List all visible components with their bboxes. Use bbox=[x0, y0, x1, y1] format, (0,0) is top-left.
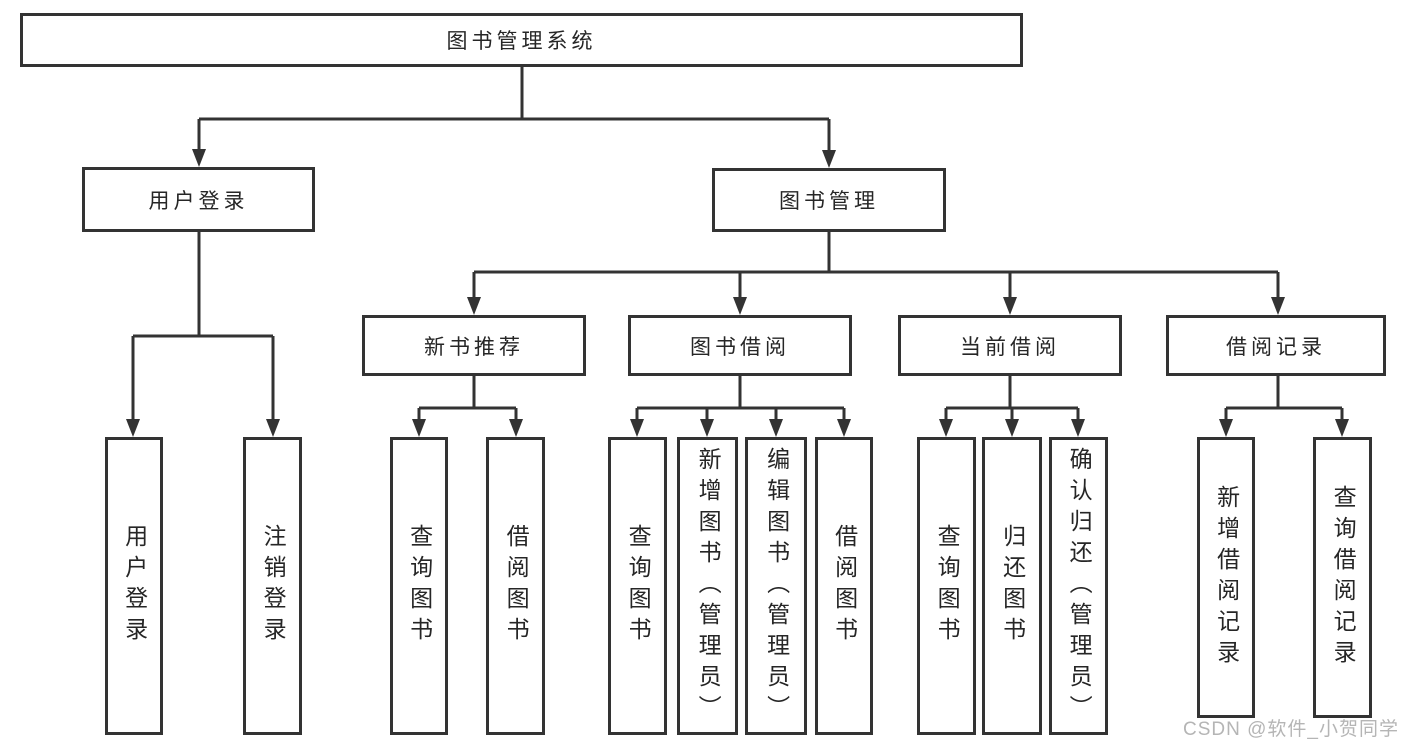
node-return-books: 归还图书 bbox=[982, 437, 1042, 735]
node-user-login: 用户登录 bbox=[82, 167, 315, 232]
node-query-books-recommend: 查询图书 bbox=[390, 437, 448, 735]
node-borrowing-records: 借阅记录 bbox=[1166, 315, 1386, 376]
node-query-borrow-record: 查询借阅记录 bbox=[1313, 437, 1372, 718]
node-edit-books-admin: 编辑图书（管理员） bbox=[745, 437, 807, 735]
node-add-books-admin: 新增图书（管理员） bbox=[677, 437, 738, 735]
node-logout: 注销登录 bbox=[243, 437, 302, 735]
node-library-management-system: 图书管理系统 bbox=[20, 13, 1023, 67]
node-user-login-leaf: 用户登录 bbox=[105, 437, 163, 735]
node-borrow-books-borrowing: 借阅图书 bbox=[815, 437, 873, 735]
node-current-borrowing: 当前借阅 bbox=[898, 315, 1122, 376]
watermark-text: CSDN @软件_小贺同学 bbox=[1183, 719, 1399, 740]
node-book-management: 图书管理 bbox=[712, 168, 946, 232]
node-book-borrowing: 图书借阅 bbox=[628, 315, 852, 376]
node-query-books-borrowing: 查询图书 bbox=[608, 437, 667, 735]
node-add-borrow-record: 新增借阅记录 bbox=[1197, 437, 1255, 718]
node-new-book-recommendation: 新书推荐 bbox=[362, 315, 586, 376]
node-query-books-current: 查询图书 bbox=[917, 437, 976, 735]
node-borrow-books-recommend: 借阅图书 bbox=[486, 437, 545, 735]
node-confirm-return-admin: 确认归还（管理员） bbox=[1049, 437, 1108, 735]
